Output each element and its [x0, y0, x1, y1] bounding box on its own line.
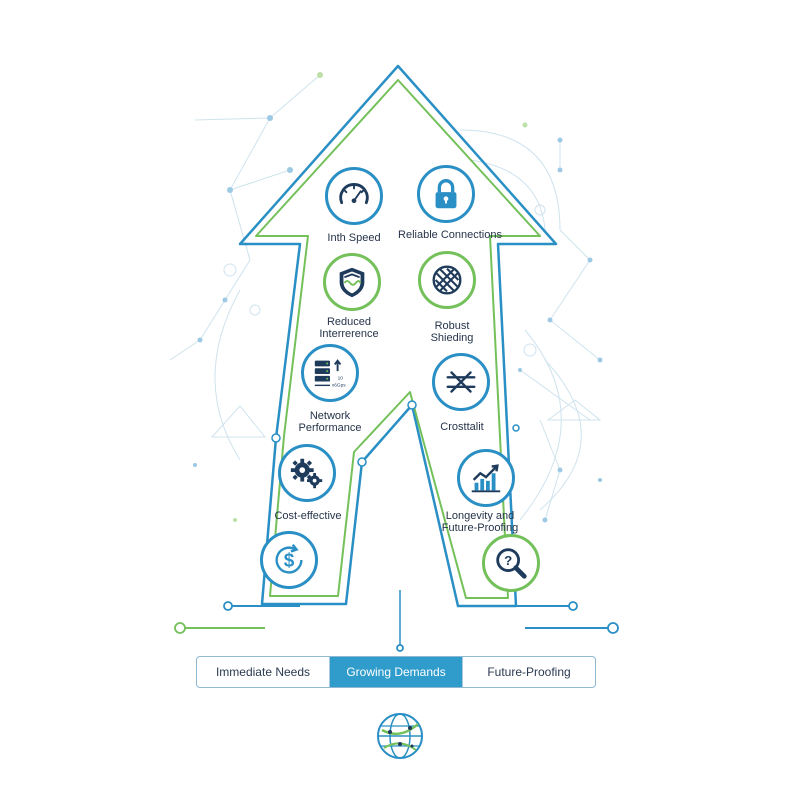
crossed-lines-icon — [432, 353, 490, 411]
svg-text:10: 10 — [338, 376, 344, 382]
globe-network-icon — [377, 713, 423, 759]
feature-label-longevity: Longevity and Future-Proofing — [441, 510, 519, 534]
shield-wave-icon — [323, 253, 381, 311]
feature-label-network: Network Performance — [298, 410, 362, 434]
feature-label-reliable: Reliable Connections — [398, 229, 502, 241]
gears-icon — [278, 444, 336, 502]
dollar-refresh-icon: $ — [260, 531, 318, 589]
speedometer-icon — [325, 167, 383, 225]
svg-text:x6Gps: x6Gps — [332, 382, 346, 388]
growth-chart-icon — [457, 449, 515, 507]
feature-label-interference: Reduced Interrerence — [319, 316, 379, 340]
tab-growing-demands[interactable]: Growing Demands — [330, 657, 463, 687]
svg-text:$: $ — [284, 551, 295, 572]
feature-label-crosstalk: Crosttalit — [440, 421, 484, 433]
padlock-icon — [417, 165, 475, 223]
server-rack-icon: 10 x6Gps — [301, 344, 359, 402]
stage-tabs: Immediate Needs Growing Demands Future-P… — [196, 656, 596, 688]
braided-cable-icon — [418, 251, 476, 309]
svg-text:?: ? — [504, 553, 512, 568]
tab-future-proofing[interactable]: Future-Proofing — [487, 665, 571, 679]
magnifier-question-icon: ? — [482, 534, 540, 592]
feature-label-shielding: Robust Shieding — [430, 320, 474, 344]
tab-immediate-needs[interactable]: Immediate Needs — [197, 657, 330, 687]
feature-label-cost: Cost-effective — [274, 510, 342, 522]
feature-label-speed: Inth Speed — [327, 232, 381, 244]
